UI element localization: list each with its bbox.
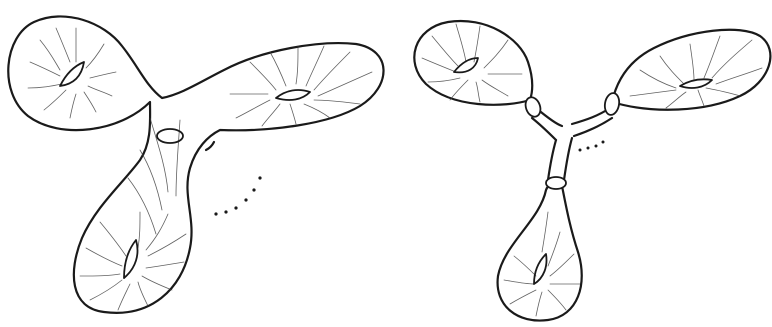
right-hole-bottom [534, 254, 547, 284]
right-bulb-bottom-hatch [504, 212, 580, 316]
left-neck-hatch [128, 118, 180, 234]
left-hole-bottom [124, 240, 138, 278]
right-tube-down-left [548, 140, 556, 180]
right-continuation-dots [579, 141, 605, 152]
left-surface-outline [8, 16, 383, 312]
left-surface [8, 16, 383, 312]
left-continuation-dots [214, 176, 261, 215]
left-hole-right [276, 90, 310, 100]
left-hole-upper [60, 62, 84, 86]
right-cuff-upper-left [523, 95, 543, 119]
right-surface [414, 21, 770, 321]
right-cuff-bottom [546, 177, 566, 189]
right-tube-down-right [564, 138, 572, 180]
right-bulb-upper-right [612, 30, 770, 110]
left-boundary-notch [206, 142, 214, 150]
right-cuff-upper-right [603, 92, 621, 116]
right-bulb-upper-left [414, 21, 532, 105]
right-bulb-upper-right-hatch [630, 36, 762, 108]
right-hole-upper-right [680, 79, 712, 88]
left-lobe-bottom-hatch [80, 212, 186, 310]
left-lobe-upper-hatch [28, 28, 116, 118]
